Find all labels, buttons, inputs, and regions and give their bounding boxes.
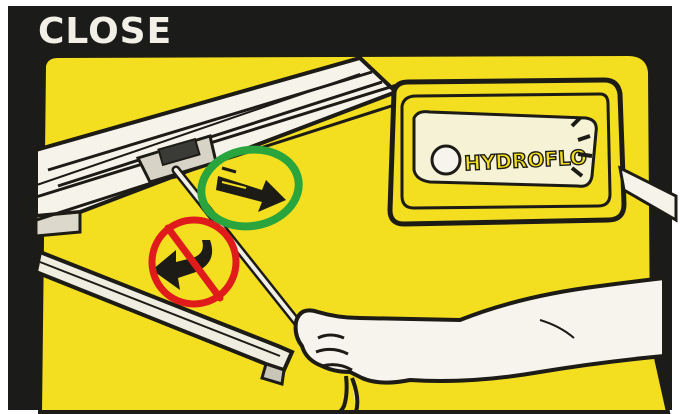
door-handle-inset: HYDROFLO (390, 80, 624, 224)
